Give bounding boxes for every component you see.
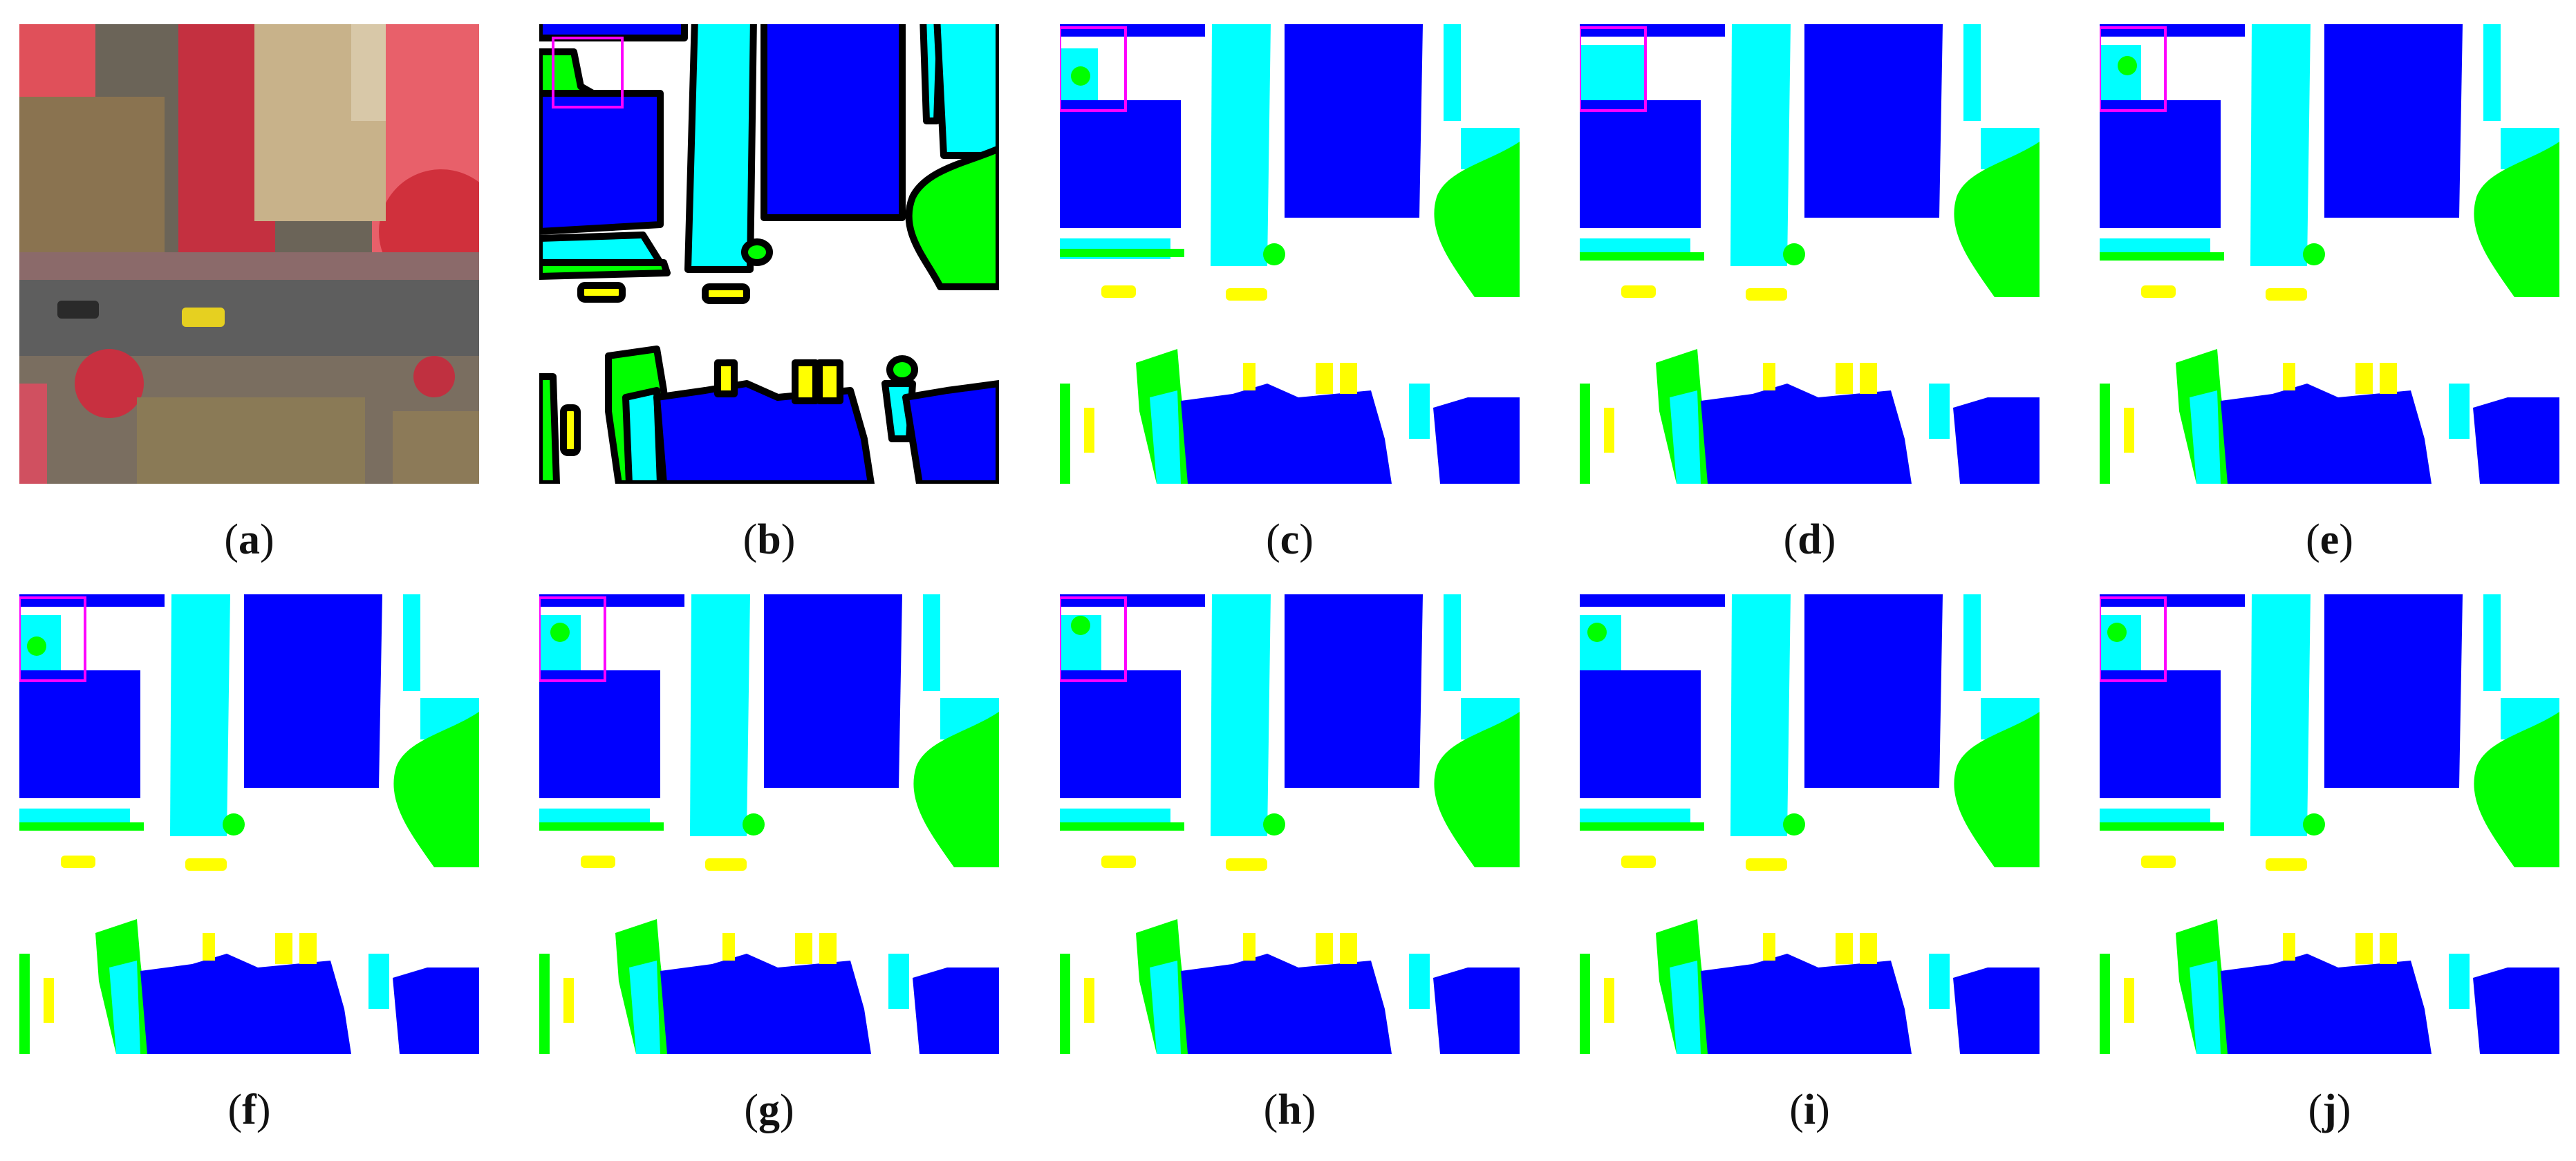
segmentation-map	[2100, 24, 2559, 484]
segmentation-map	[539, 594, 999, 1054]
panel-b-ground-truth	[539, 24, 999, 484]
segmentation-map	[1060, 24, 1520, 484]
caption-d: (d)	[1783, 516, 1836, 563]
panel-a-aerial-image	[19, 24, 479, 484]
caption-f: (f)	[227, 1086, 271, 1133]
panel-h-segmentation	[1060, 594, 1520, 1054]
segmentation-map	[19, 594, 479, 1054]
caption-letter: e	[2320, 516, 2340, 563]
segmentation-map	[2100, 594, 2559, 1054]
panel-i-segmentation	[1580, 594, 2040, 1054]
caption-a: (a)	[224, 516, 274, 563]
caption-letter: a	[239, 516, 260, 563]
caption-letter: f	[242, 1086, 256, 1133]
panel-e-segmentation	[2100, 24, 2559, 484]
caption-i: (i)	[1789, 1086, 1830, 1133]
caption-letter: h	[1278, 1086, 1302, 1133]
caption-letter: g	[758, 1086, 780, 1133]
panel-j-segmentation	[2100, 594, 2559, 1054]
caption-h: (h)	[1263, 1086, 1316, 1133]
ground-truth-map	[539, 24, 999, 484]
caption-letter: i	[1803, 1086, 1816, 1133]
caption-letter: d	[1798, 516, 1822, 563]
segmentation-map	[1060, 594, 1520, 1054]
caption-g: (g)	[744, 1086, 794, 1133]
caption-letter: b	[757, 516, 781, 563]
panel-d-segmentation	[1580, 24, 2040, 484]
caption-letter: j	[2322, 1086, 2337, 1133]
segmentation-map	[1580, 594, 2040, 1054]
caption-b: (b)	[743, 516, 796, 563]
panel-g-segmentation	[539, 594, 999, 1054]
caption-letter: c	[1280, 516, 1300, 563]
segmentation-map	[1580, 24, 2040, 484]
aerial-image	[19, 24, 479, 484]
panel-f-segmentation	[19, 594, 479, 1054]
caption-j: (j)	[2308, 1086, 2351, 1133]
panel-c-segmentation	[1060, 24, 1520, 484]
caption-c: (c)	[1266, 516, 1314, 563]
caption-e: (e)	[2306, 516, 2353, 563]
